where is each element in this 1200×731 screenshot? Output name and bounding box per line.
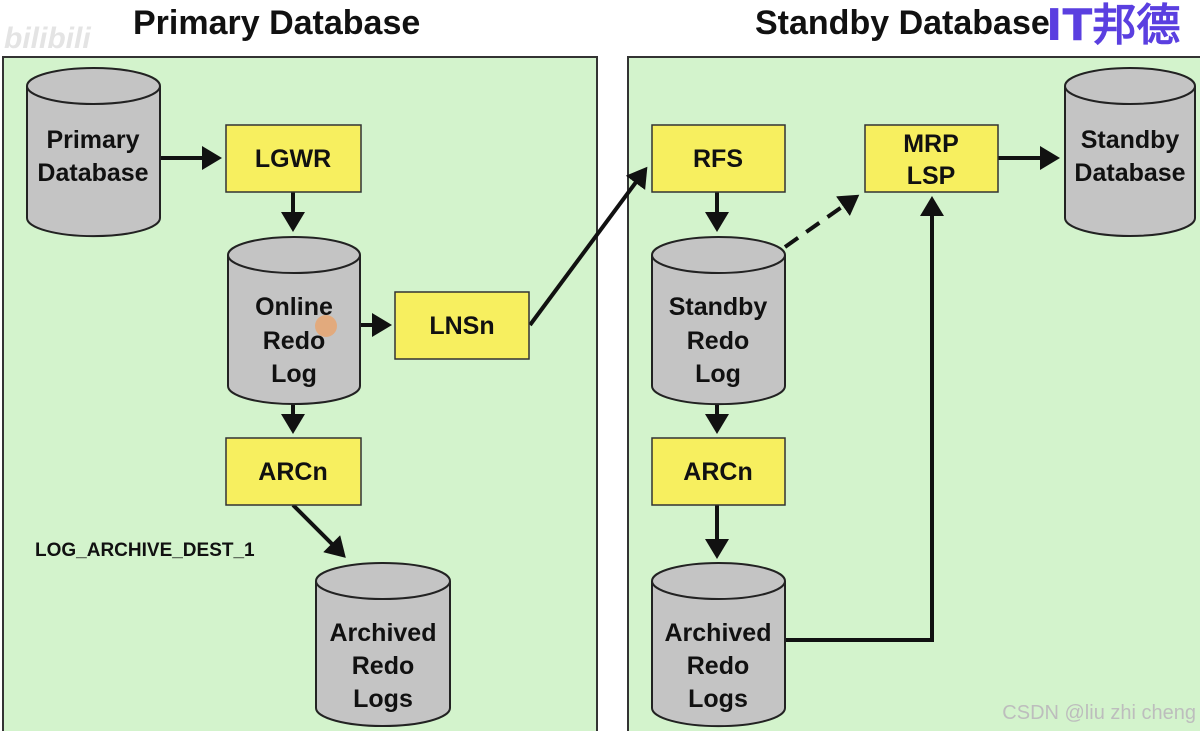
- svg-text:Logs: Logs: [688, 685, 748, 713]
- mrp-lsp-box: MRP LSP: [864, 124, 999, 193]
- svg-text:LSP: LSP: [907, 162, 956, 190]
- svg-text:Online: Online: [255, 293, 333, 321]
- arrow-standby-redo-to-mrp: [783, 194, 860, 249]
- rfs-box: RFS: [651, 124, 786, 193]
- cursor-zoom-icon: [315, 315, 337, 337]
- svg-text:Primary: Primary: [46, 126, 139, 154]
- svg-text:RFS: RFS: [693, 145, 743, 173]
- svg-text:Log: Log: [695, 360, 741, 388]
- arrow-arcn-to-archived: [291, 503, 346, 558]
- svg-text:Database: Database: [1074, 159, 1185, 187]
- bilibili-watermark: bilibili: [4, 22, 91, 55]
- primary-title: Primary Database: [133, 4, 420, 42]
- svg-text:Redo: Redo: [687, 327, 750, 355]
- arrow-archived-to-mrp: [785, 196, 944, 642]
- svg-text:LNSn: LNSn: [429, 312, 494, 340]
- svg-text:Archived: Archived: [330, 619, 437, 647]
- svg-text:ARCn: ARCn: [258, 458, 327, 486]
- standby-archived-redo-logs-cylinder: Archived Redo Logs: [651, 562, 786, 728]
- primary-database-cylinder: Primary Database: [26, 67, 161, 238]
- online-redo-log-cylinder: Online Redo Log: [227, 236, 361, 405]
- svg-text:Standby: Standby: [1081, 126, 1180, 154]
- standby-arcn-box: ARCn: [651, 437, 786, 506]
- arcn-box: ARCn: [225, 437, 362, 506]
- standby-database-cylinder: Standby Database: [1064, 67, 1196, 237]
- svg-text:Logs: Logs: [353, 685, 413, 713]
- svg-text:Redo: Redo: [687, 652, 750, 680]
- log-archive-dest-label: LOG_ARCHIVE_DEST_1: [35, 540, 255, 561]
- svg-text:Log: Log: [271, 360, 317, 388]
- itbangde-watermark: IT邦德: [1046, 0, 1180, 51]
- svg-text:Archived: Archived: [665, 619, 772, 647]
- archived-redo-logs-cylinder: Archived Redo Logs: [315, 562, 451, 727]
- svg-text:Standby: Standby: [669, 293, 768, 321]
- standby-title: Standby Database: [755, 4, 1050, 42]
- lgwr-box: LGWR: [225, 124, 362, 193]
- lnsn-box: LNSn: [394, 291, 530, 360]
- svg-text:MRP: MRP: [903, 130, 959, 158]
- svg-text:LGWR: LGWR: [255, 145, 331, 173]
- arrow-lnsn-to-rfs: [528, 166, 648, 327]
- csdn-watermark: CSDN @liu zhi cheng: [1002, 702, 1196, 724]
- svg-text:Redo: Redo: [263, 327, 326, 355]
- svg-text:Database: Database: [37, 159, 148, 187]
- svg-text:ARCn: ARCn: [683, 458, 752, 486]
- svg-text:Redo: Redo: [352, 652, 415, 680]
- arrows: [160, 146, 1060, 642]
- standby-redo-log-cylinder: Standby Redo Log: [651, 236, 786, 406]
